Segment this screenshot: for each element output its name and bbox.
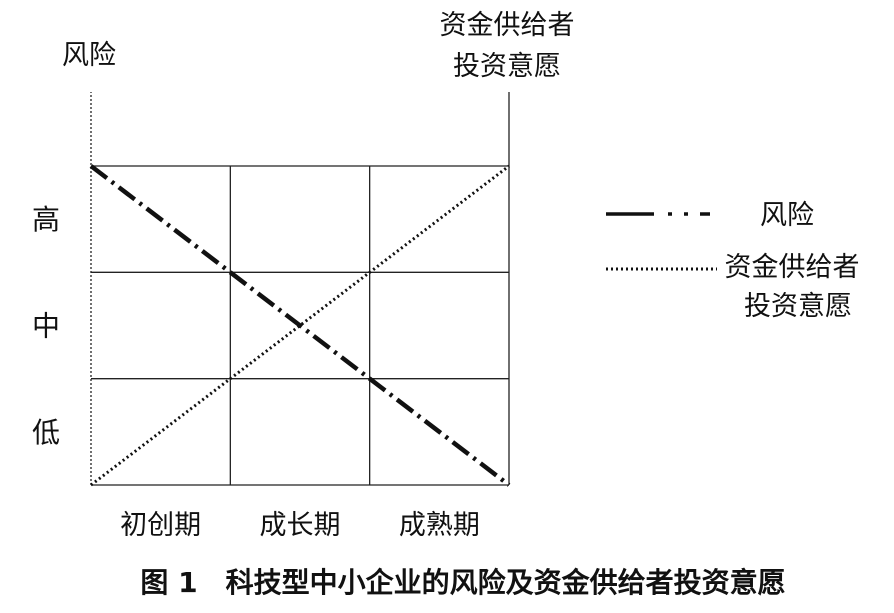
series-line-risk [89, 164, 511, 487]
series-layer [89, 164, 511, 487]
legend-label-investment-willingness-line-2: 投资意愿 [744, 291, 852, 322]
y-axis-left-label: 风险 [62, 40, 116, 71]
figure-caption: 图 1 科技型中小企业的风险及资金供给者投资意愿 [140, 566, 785, 599]
y-level-label: 低 [32, 416, 60, 449]
y-level-label: 中 [32, 310, 60, 343]
x-tick-label: 成熟期 [399, 510, 480, 541]
y-tick-labels: 低中高 [32, 203, 60, 449]
y-level-label: 高 [32, 203, 60, 236]
x-tick-label: 成长期 [260, 510, 341, 541]
y-axis-right-label-line-1: 资金供给者 [440, 10, 575, 41]
x-tick-label: 初创期 [120, 510, 201, 541]
legend-label-investment-willingness-line-1: 资金供给者 [725, 252, 860, 283]
grid [91, 165, 509, 486]
legend: 风险 资金供给者 投资意愿 [606, 200, 860, 322]
y-axis-right-label-line-2: 投资意愿 [453, 51, 561, 82]
x-tick-labels: 初创期 成长期 成熟期 [120, 510, 480, 541]
legend-label-risk: 风险 [760, 200, 814, 231]
